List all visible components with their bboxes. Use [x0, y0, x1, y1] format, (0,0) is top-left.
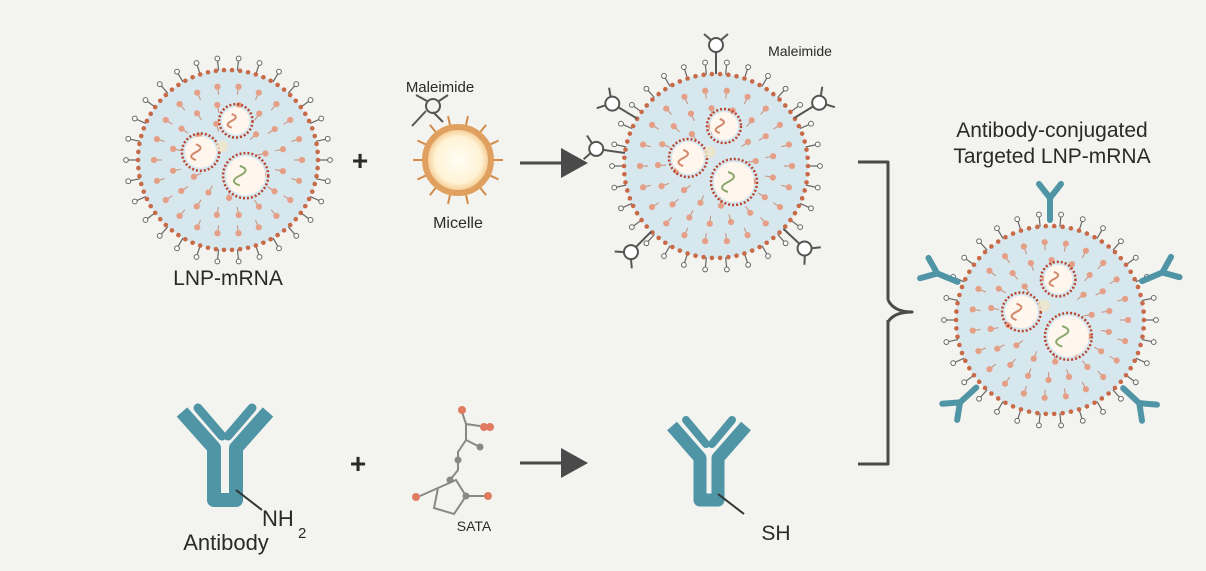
micelle-label: Micelle — [433, 215, 483, 232]
plus-sign-bottom: + — [350, 448, 366, 479]
sata-label: SATA — [457, 518, 492, 534]
antibody-label: Antibody — [183, 530, 269, 555]
micelle-icon — [413, 116, 503, 204]
maleimide-label-1: Maleimide — [406, 79, 474, 96]
sata-atoms — [412, 406, 494, 501]
nh-label: NH — [262, 506, 294, 531]
thiolated-antibody-icon — [672, 420, 746, 514]
maleimide-lnp-particle — [584, 34, 835, 272]
maleimide-label-2: Maleimide — [768, 43, 832, 59]
antibody-icon — [182, 408, 268, 510]
nh-subscript: 2 — [298, 525, 306, 542]
sata-molecule-icon — [420, 412, 484, 514]
lnp-mrna-label: LNP-mRNA — [173, 267, 283, 290]
product-title-line2: Targeted LNP-mRNA — [953, 145, 1150, 168]
maleimide-icon — [412, 95, 448, 126]
combine-bracket — [858, 162, 912, 464]
lnp-mrna-particle — [124, 56, 333, 264]
product-title-line1: Antibody-conjugated — [956, 119, 1147, 142]
antibody-conjugated-lnp-particle — [920, 184, 1179, 428]
plus-sign-top: + — [352, 145, 368, 176]
sh-label: SH — [761, 522, 790, 545]
